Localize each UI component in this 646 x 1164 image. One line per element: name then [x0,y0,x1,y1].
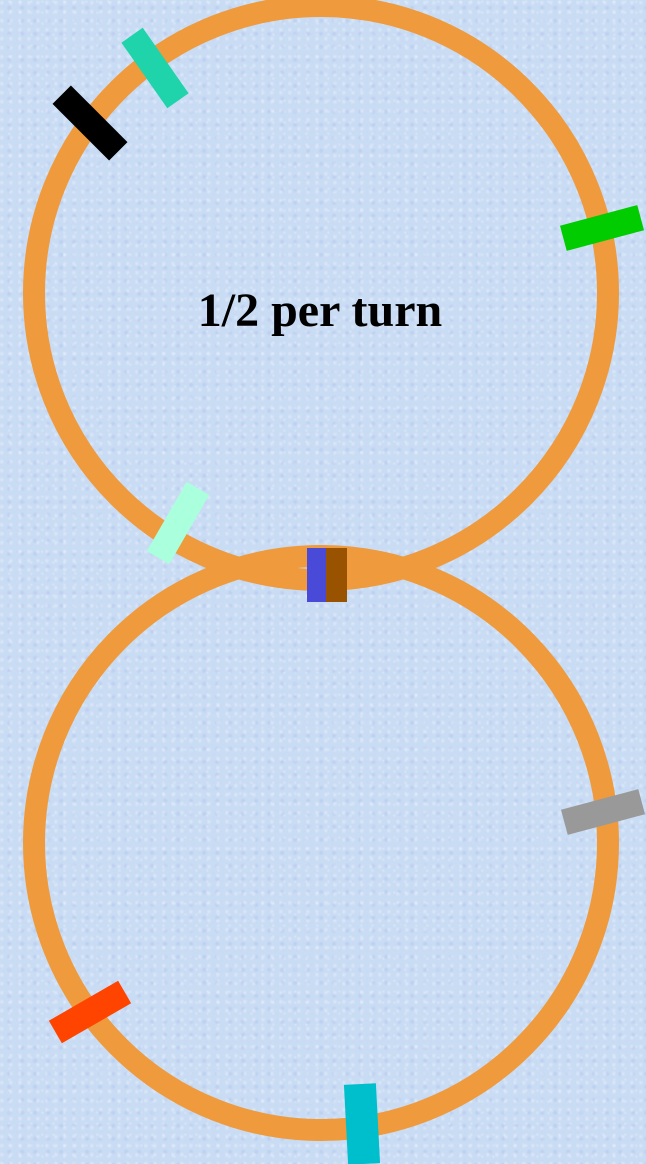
marker-top-mint [146,481,210,565]
marker-crossing-brown [326,548,347,602]
marker-top-green [559,205,645,251]
marker-bottom-gray [560,789,646,835]
marker-bottom-cyan [343,1083,381,1164]
marker-top-black [52,85,128,161]
marker-bottom-red [48,980,132,1044]
bottom-loop-ring [23,545,619,1141]
diagram-label: 1/2 per turn [198,284,442,337]
marker-top-teal [121,27,189,109]
marker-crossing-blue [307,548,327,602]
